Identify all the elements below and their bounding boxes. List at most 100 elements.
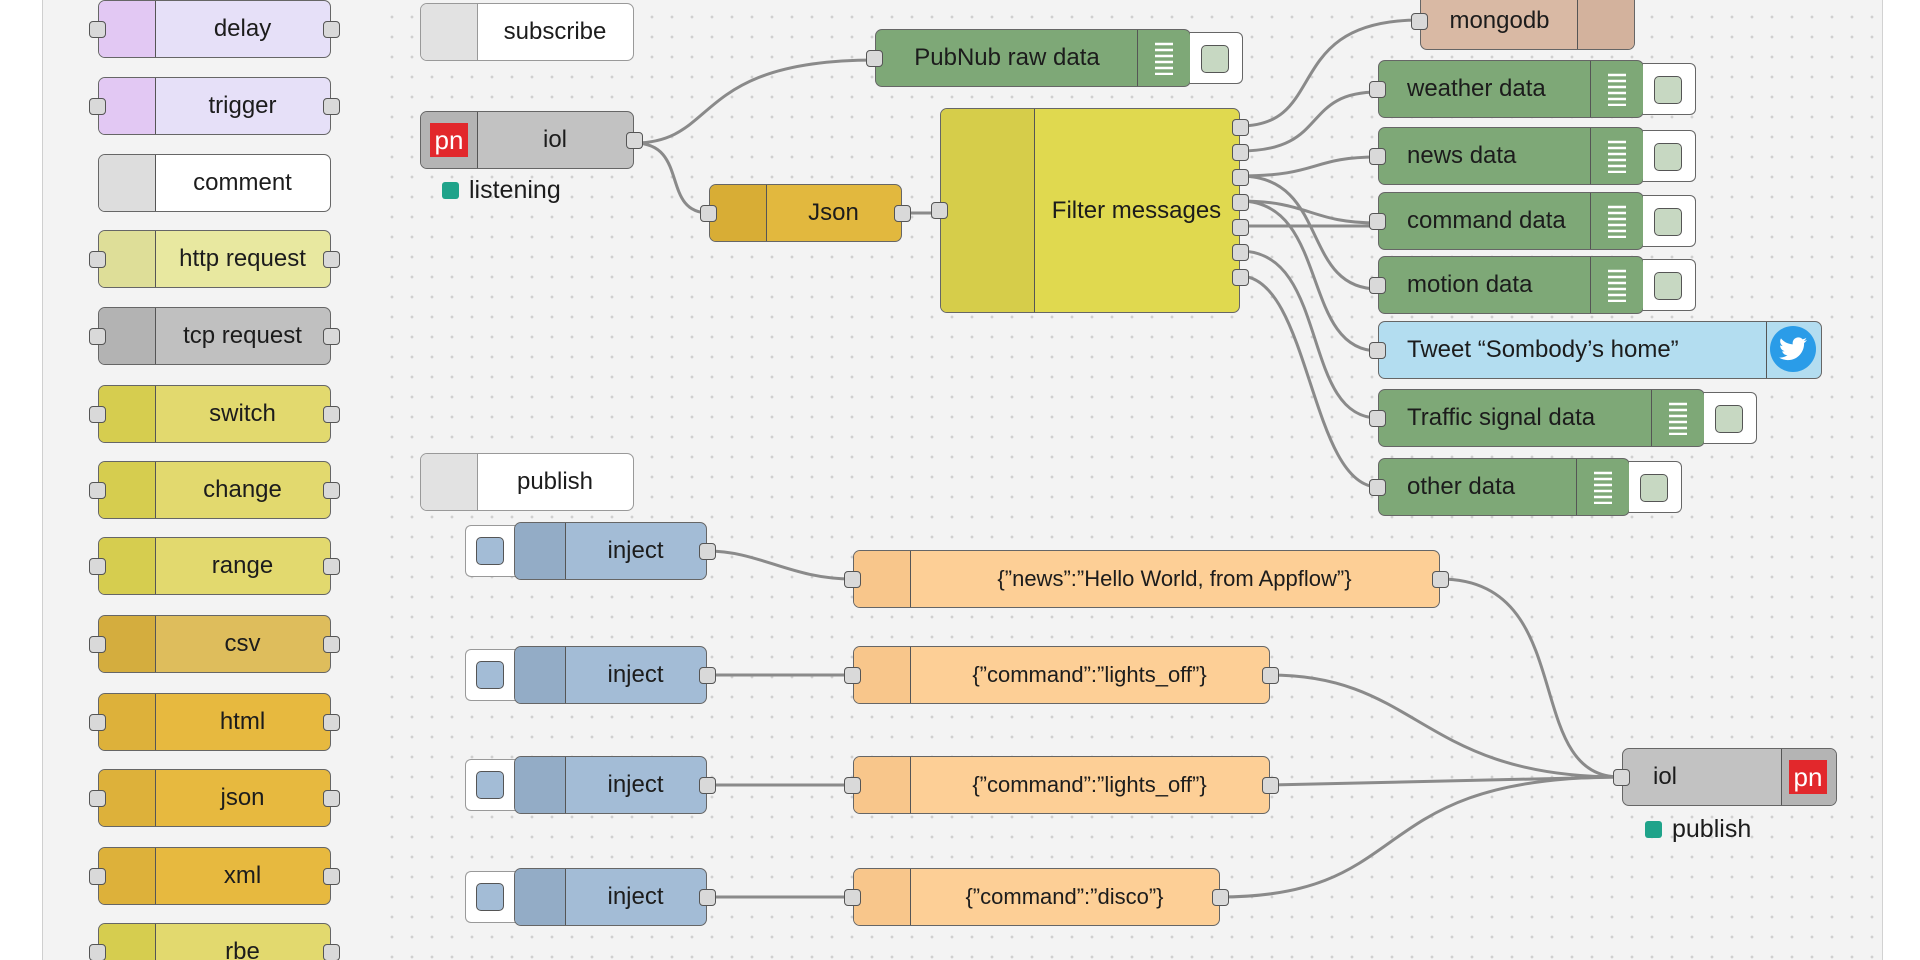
output-port-6[interactable] (1232, 243, 1249, 261)
template-node[interactable]: {”command”:”disco”} (844, 868, 1229, 926)
output-port[interactable] (323, 481, 340, 499)
output-port[interactable] (1212, 888, 1229, 906)
input-port[interactable] (844, 666, 861, 684)
input-port[interactable] (700, 204, 717, 222)
palette-node-change[interactable]: change (89, 461, 340, 519)
palette-node-xml[interactable]: xml (89, 847, 340, 905)
debug-toggle-button[interactable] (1190, 32, 1243, 84)
comment-publish[interactable]: publish (420, 453, 634, 511)
inject-node[interactable]: inject (514, 756, 716, 814)
input-port[interactable] (89, 867, 106, 885)
input-port[interactable] (1411, 12, 1428, 30)
output-port[interactable] (699, 666, 716, 684)
input-port[interactable] (844, 570, 861, 588)
template-node[interactable]: {”command”:”lights_off”} (844, 756, 1279, 814)
inject-trigger-button[interactable] (465, 525, 517, 577)
palette-node-json[interactable]: json (89, 769, 340, 827)
output-port[interactable] (323, 943, 340, 960)
input-port[interactable] (89, 97, 106, 115)
palette-node-switch[interactable]: switch (89, 385, 340, 443)
input-port[interactable] (844, 888, 861, 906)
output-port-1[interactable] (1232, 118, 1249, 136)
debug-command-data[interactable]: command data (1369, 192, 1644, 250)
input-port[interactable] (1613, 768, 1630, 786)
palette-node-tcp-request[interactable]: tcp request (89, 307, 340, 365)
output-port[interactable] (323, 635, 340, 653)
palette-node-rbe[interactable]: rbe (89, 923, 340, 960)
output-port[interactable] (1262, 666, 1279, 684)
input-port[interactable] (1369, 478, 1386, 496)
output-port[interactable] (1432, 570, 1449, 588)
palette-node-html[interactable]: html (89, 693, 340, 751)
input-port[interactable] (89, 481, 106, 499)
output-port[interactable] (323, 250, 340, 268)
comment-subscribe[interactable]: subscribe (420, 3, 634, 61)
template-node[interactable]: {”command”:”lights_off”} (844, 646, 1279, 704)
debug-news-data[interactable]: news data (1369, 127, 1644, 185)
palette-node-csv[interactable]: csv (89, 615, 340, 673)
debug-toggle-button[interactable] (1643, 63, 1696, 115)
input-port[interactable] (89, 943, 106, 960)
output-port[interactable] (323, 713, 340, 731)
output-port[interactable] (323, 20, 340, 38)
input-port[interactable] (89, 635, 106, 653)
json-node[interactable]: Json (700, 184, 911, 242)
debug-toggle-button[interactable] (1629, 461, 1682, 513)
inject-trigger-button[interactable] (465, 871, 517, 923)
input-port[interactable] (931, 202, 948, 219)
output-port[interactable] (323, 867, 340, 885)
inject-node[interactable]: inject (514, 646, 716, 704)
mongodb-node[interactable]: mongodb (1411, 0, 1635, 50)
output-port-4[interactable] (1232, 193, 1249, 211)
inject-trigger-button[interactable] (465, 759, 517, 811)
input-port[interactable] (1369, 147, 1386, 165)
twitter-tweet-node[interactable]: Tweet “Sombody’s home” (1369, 321, 1822, 379)
palette-node-range[interactable]: range (89, 537, 340, 595)
iol-out-node[interactable]: iol pn (1613, 748, 1837, 806)
output-port[interactable] (699, 776, 716, 794)
debug-motion-data[interactable]: motion data (1369, 256, 1644, 314)
debug-toggle-button[interactable] (1704, 392, 1757, 444)
inject-trigger-button[interactable] (465, 649, 517, 701)
input-port[interactable] (89, 789, 106, 807)
output-port-7[interactable] (1232, 268, 1249, 286)
inject-node[interactable]: inject (514, 522, 716, 580)
input-port[interactable] (89, 250, 106, 268)
iol-in-node[interactable]: pn iol (420, 111, 643, 169)
input-port[interactable] (89, 713, 106, 731)
debug-traffic-signal-data[interactable]: Traffic signal data (1369, 389, 1705, 447)
debug-pubnub-raw-data[interactable]: PubNub raw data (866, 29, 1191, 87)
output-port[interactable] (626, 131, 643, 149)
output-port[interactable] (699, 542, 716, 560)
output-port-5[interactable] (1232, 218, 1249, 236)
output-port[interactable] (1262, 776, 1279, 794)
input-port[interactable] (1369, 341, 1386, 359)
output-port-2[interactable] (1232, 143, 1249, 161)
input-port[interactable] (89, 327, 106, 345)
debug-other-data[interactable]: other data (1369, 458, 1630, 516)
palette-node-http-request[interactable]: http request (89, 230, 340, 288)
function-filter-messages[interactable]: Filter messages (931, 108, 1249, 313)
debug-toggle-button[interactable] (1643, 259, 1696, 311)
palette-node-delay[interactable]: delay (89, 0, 340, 58)
input-port[interactable] (1369, 276, 1386, 294)
palette-node-comment[interactable]: comment (98, 154, 331, 212)
debug-weather-data[interactable]: weather data (1369, 60, 1644, 118)
input-port[interactable] (866, 49, 883, 67)
output-port[interactable] (323, 97, 340, 115)
debug-toggle-button[interactable] (1643, 130, 1696, 182)
input-port[interactable] (89, 20, 106, 38)
output-port[interactable] (699, 888, 716, 906)
output-port[interactable] (894, 204, 911, 222)
input-port[interactable] (1369, 212, 1386, 230)
palette-node-trigger[interactable]: trigger (89, 77, 340, 135)
inject-node[interactable]: inject (514, 868, 716, 926)
input-port[interactable] (1369, 409, 1386, 427)
output-port[interactable] (323, 405, 340, 423)
input-port[interactable] (844, 776, 861, 794)
input-port[interactable] (89, 405, 106, 423)
output-port[interactable] (323, 557, 340, 575)
output-port[interactable] (323, 789, 340, 807)
input-port[interactable] (1369, 80, 1386, 98)
template-node[interactable]: {”news”:”Hello World, from Appflow”} (844, 550, 1449, 608)
